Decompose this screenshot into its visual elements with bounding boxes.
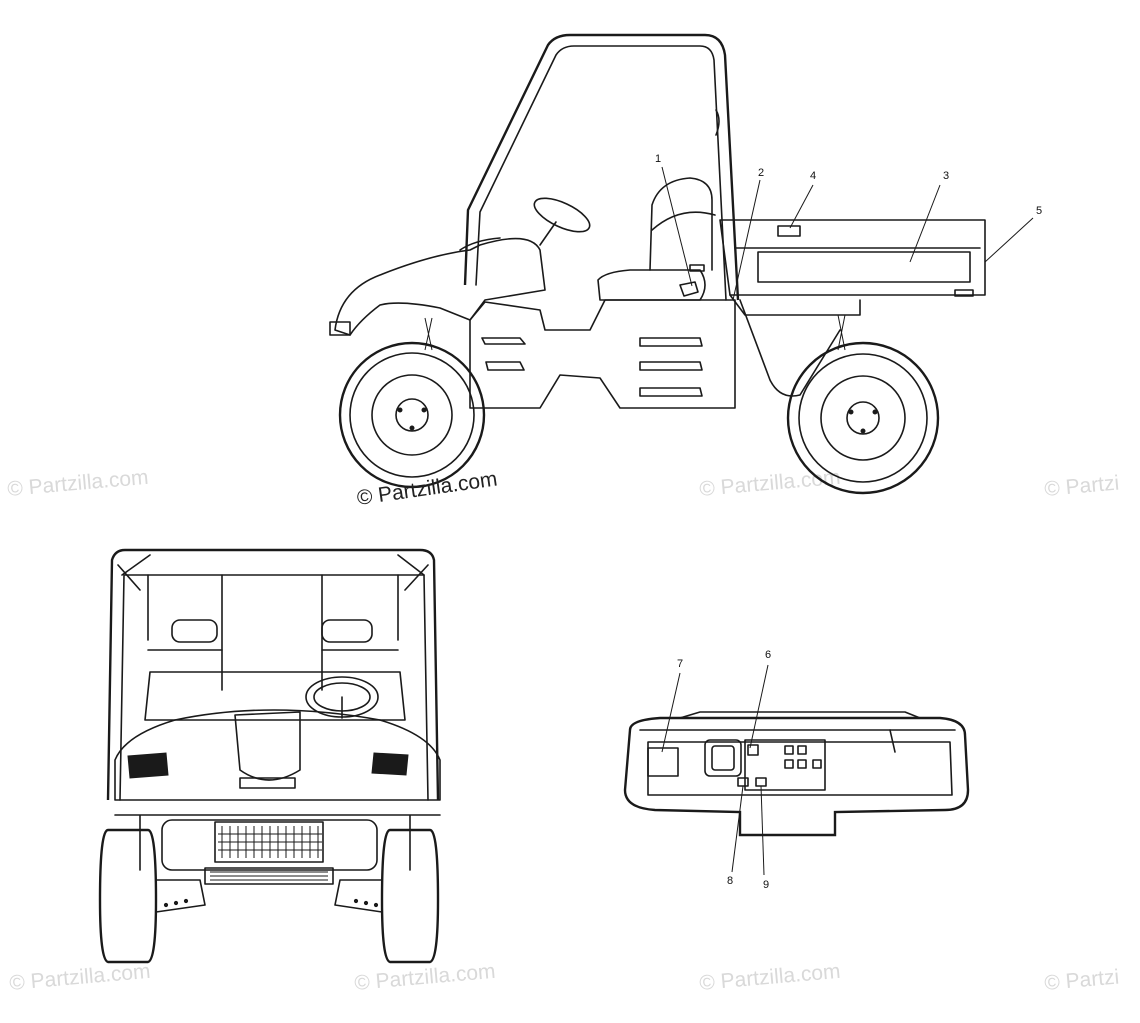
watermark-faded: © Partzilla.com	[6, 466, 149, 501]
watermark-faded: © Partzilla.com	[698, 960, 841, 995]
watermark-faded: © Partzilla.com	[8, 960, 151, 995]
watermark-main: © Partzilla.com	[355, 467, 498, 509]
left-headlight	[127, 752, 169, 779]
watermark-faded: © Partzilla.com	[698, 466, 841, 501]
front-right-tire	[380, 828, 440, 964]
front-wheel	[338, 341, 486, 489]
callout-4: 4	[810, 170, 816, 182]
callout-2: 2	[758, 167, 764, 179]
callout-8: 8	[727, 875, 733, 887]
vehicle-front-view	[98, 548, 441, 964]
leader-lines	[661, 166, 1034, 876]
watermark-faded: © Partzi	[1043, 966, 1120, 995]
rear-wheel	[786, 341, 940, 495]
watermark-faded: © Partzilla.com	[353, 960, 496, 995]
right-headlight	[371, 752, 409, 776]
dashboard-decal-7	[647, 747, 679, 777]
front-left-tire	[98, 828, 158, 964]
callout-7: 7	[677, 658, 683, 670]
dashboard-decal-8	[737, 777, 749, 787]
dashboard-view	[623, 711, 970, 837]
vehicle-side-view	[329, 33, 986, 495]
callout-3: 3	[943, 170, 949, 182]
callout-1: 1	[655, 153, 661, 165]
dashboard-decal-9	[755, 777, 767, 787]
callout-5: 5	[1036, 205, 1042, 217]
callout-9: 9	[763, 879, 769, 891]
watermark-faded: © Partzi	[1043, 472, 1120, 501]
seat-decal	[689, 264, 705, 272]
cargo-box-decal-panel	[757, 251, 971, 283]
grille	[204, 826, 334, 885]
callout-labels: 1 2 3 4 5 6 7 8 9	[655, 153, 1042, 891]
callout-6: 6	[765, 649, 771, 661]
cargo-box-small-decal	[777, 225, 801, 237]
